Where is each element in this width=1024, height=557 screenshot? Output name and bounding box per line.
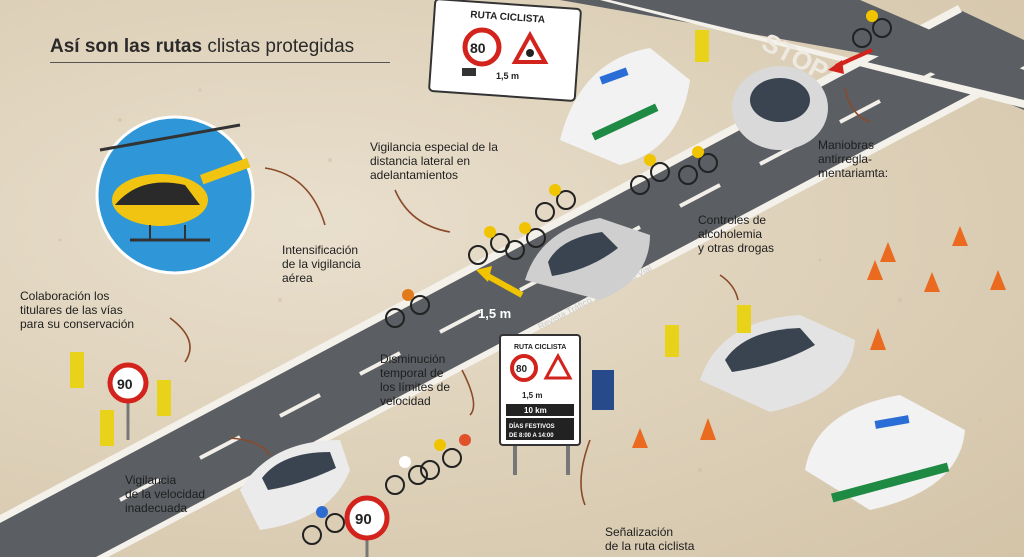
red-arrow <box>828 48 873 74</box>
traffic-cones <box>632 226 1006 448</box>
label-senalizacion: Señalización de la ruta ciclista <box>605 525 695 553</box>
label-limites: Disminución temporal de los límites de v… <box>380 352 451 408</box>
car-white-top <box>732 66 828 150</box>
top-sign-distance: 1,5 m <box>496 71 519 81</box>
label-vigilancia-lateral: Vigilancia especial de la distancia late… <box>370 140 498 182</box>
top-sign-header: RUTA CICLISTA <box>470 10 545 26</box>
pointer-arrows <box>169 87 871 506</box>
label-velocidad-inadecuada: Vigilancia de la velocidad inadecuada <box>125 473 206 515</box>
label-titulares: Colaboración los titulares de las vías p… <box>20 289 135 331</box>
crossing-road <box>560 0 1024 110</box>
route-sign-top <box>428 0 582 102</box>
top-sign-speed: 80 <box>470 40 486 56</box>
label-maniobras: Maniobras antirregla- mentariamta: <box>818 138 889 180</box>
page-title: Así son las rutas clistas protegidas <box>50 36 354 58</box>
officers <box>70 30 751 446</box>
speed-sign-left-value: 90 <box>117 376 133 392</box>
car-white-bottom <box>240 440 350 530</box>
cyclist-bodies <box>316 10 878 518</box>
mid-sign-speed: 80 <box>516 364 528 375</box>
mid-sign-km: 10 km <box>524 406 547 415</box>
speed-sign-bottom-value: 90 <box>355 511 372 528</box>
title-bold: Así son las rutas <box>50 36 203 57</box>
mid-sign-header: RUTA CICLISTA <box>514 344 566 351</box>
guardia-civil-car-top <box>560 48 690 165</box>
sand-texture <box>58 88 982 472</box>
route-sign-mid <box>499 334 581 475</box>
crossing-road-edge <box>600 0 1024 108</box>
mid-sign-distance: 1,5 m <box>522 391 542 400</box>
distance-marker-text: 1,5 m <box>478 306 511 321</box>
blue-info-sign <box>592 370 614 410</box>
distance-arrow <box>476 266 524 298</box>
speed-sign-bottom <box>344 495 390 557</box>
car-silver-middle <box>525 218 650 300</box>
title-light: clistas protegidas <box>207 36 355 57</box>
label-alcoholemia: Controles de alcoholemia y otras drogas <box>698 213 775 255</box>
mid-sign-dates: DÍAS FESTIVOS <box>509 422 555 430</box>
speed-sign-left <box>107 362 149 440</box>
title-underline <box>50 62 390 63</box>
mid-sign-hours: DE 8:00 A 14:00 <box>509 433 554 439</box>
label-aerea: Intensificación de la vigilancia aérea <box>282 243 361 285</box>
helicopter-vignette <box>95 115 255 275</box>
car-white-right <box>700 315 855 412</box>
guardia-civil-car-bottom <box>805 395 965 510</box>
cyclists <box>302 18 892 545</box>
road-edge-lower <box>96 66 1024 557</box>
